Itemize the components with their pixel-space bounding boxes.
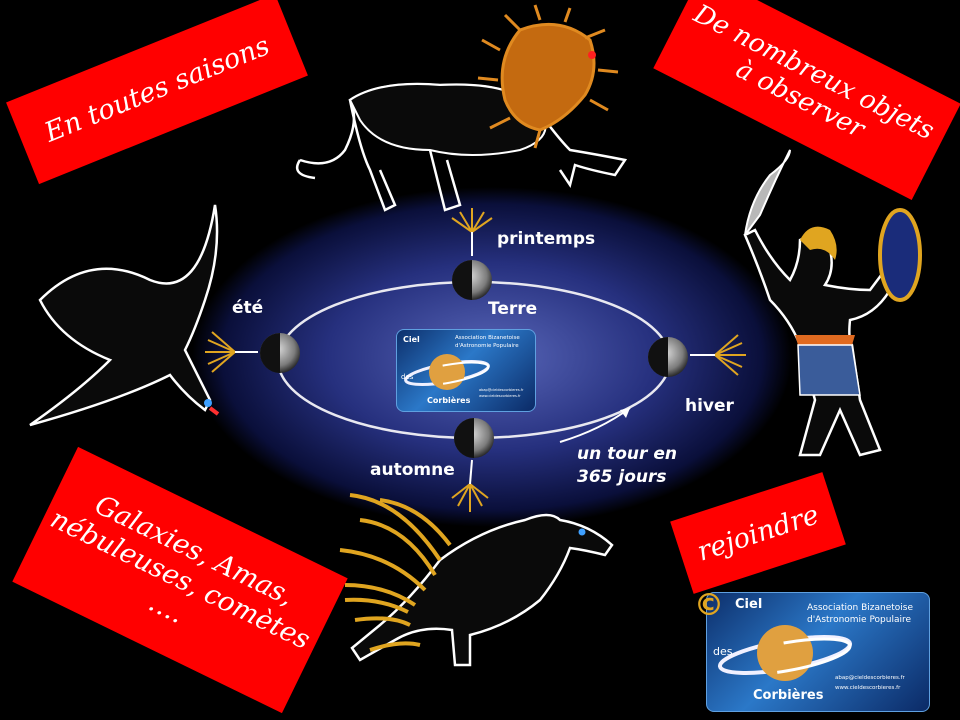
earth-autumn-icon xyxy=(454,418,494,458)
logo-email: abap@cieldescorbieres.fr xyxy=(835,675,905,681)
swan-constellation-icon xyxy=(29,204,219,427)
club-logo-center: Ciel des Corbières Association Bizanetoi… xyxy=(396,329,536,412)
saturn-icon xyxy=(717,625,853,681)
orbit-note-line2: 365 jours xyxy=(577,467,667,487)
pegasus-eye-icon xyxy=(578,528,586,536)
logo-word-des: des xyxy=(713,645,733,658)
logo-word-ciel: Ciel xyxy=(735,597,763,612)
earth-winter-icon xyxy=(648,337,688,377)
swan-beak-icon xyxy=(208,406,220,416)
copyright-icon: © xyxy=(694,588,724,623)
earth-spring-icon xyxy=(452,260,492,300)
logo-org-line1: Association Bizanetoise xyxy=(455,335,520,341)
logo-org-line2: d'Astronomie Populaire xyxy=(455,343,519,349)
lion-eye-icon xyxy=(588,51,596,59)
logo-org-line2: d'Astronomie Populaire xyxy=(807,615,912,625)
logo-word-corbieres: Corbières xyxy=(753,688,824,703)
logo-word-ciel: Ciel xyxy=(403,335,420,344)
warrior-sword-icon xyxy=(744,149,791,236)
season-label-winter: hiver xyxy=(685,396,734,416)
season-label-spring: printemps xyxy=(497,229,596,249)
observer-arrows-winter-icon xyxy=(690,334,746,376)
observer-arrows-summer-icon xyxy=(205,331,258,373)
lion-body-fill xyxy=(348,83,547,156)
observer-arrows-spring-icon xyxy=(451,208,493,256)
observer-arrows-autumn-icon xyxy=(451,459,489,512)
warrior-belt-icon xyxy=(795,335,855,345)
warrior-hair-icon xyxy=(800,226,837,260)
club-logo-link[interactable]: Ciel des Corbières Association Bizanetoi… xyxy=(706,592,930,712)
warrior-skirt-icon xyxy=(797,344,861,396)
earth-label: Terre xyxy=(488,299,538,319)
orbit-note-line1: un tour en xyxy=(577,444,677,464)
logo-org-line1: Association Bizanetoise xyxy=(807,603,914,613)
pegasus-wing-icon xyxy=(339,493,452,652)
logo-website: www.cieldescorbieres.fr xyxy=(479,394,521,398)
logo-email: abap@cieldescorbieres.fr xyxy=(479,388,524,392)
lion-mane-icon xyxy=(477,4,619,149)
warrior-shield-icon xyxy=(878,208,922,302)
banner-join-text: rejoindre xyxy=(693,498,823,568)
season-label-autumn: automne xyxy=(370,460,455,480)
saturn-icon xyxy=(404,354,490,390)
pegasus-constellation-icon xyxy=(350,513,614,667)
logo-website: www.cieldescorbieres.fr xyxy=(835,685,901,691)
swan-eye-icon xyxy=(204,399,212,407)
earth-summer-icon xyxy=(260,333,300,373)
logo-word-corbieres: Corbières xyxy=(427,396,471,405)
season-label-summer: été xyxy=(232,298,264,318)
logo-word-des: des xyxy=(401,373,414,381)
